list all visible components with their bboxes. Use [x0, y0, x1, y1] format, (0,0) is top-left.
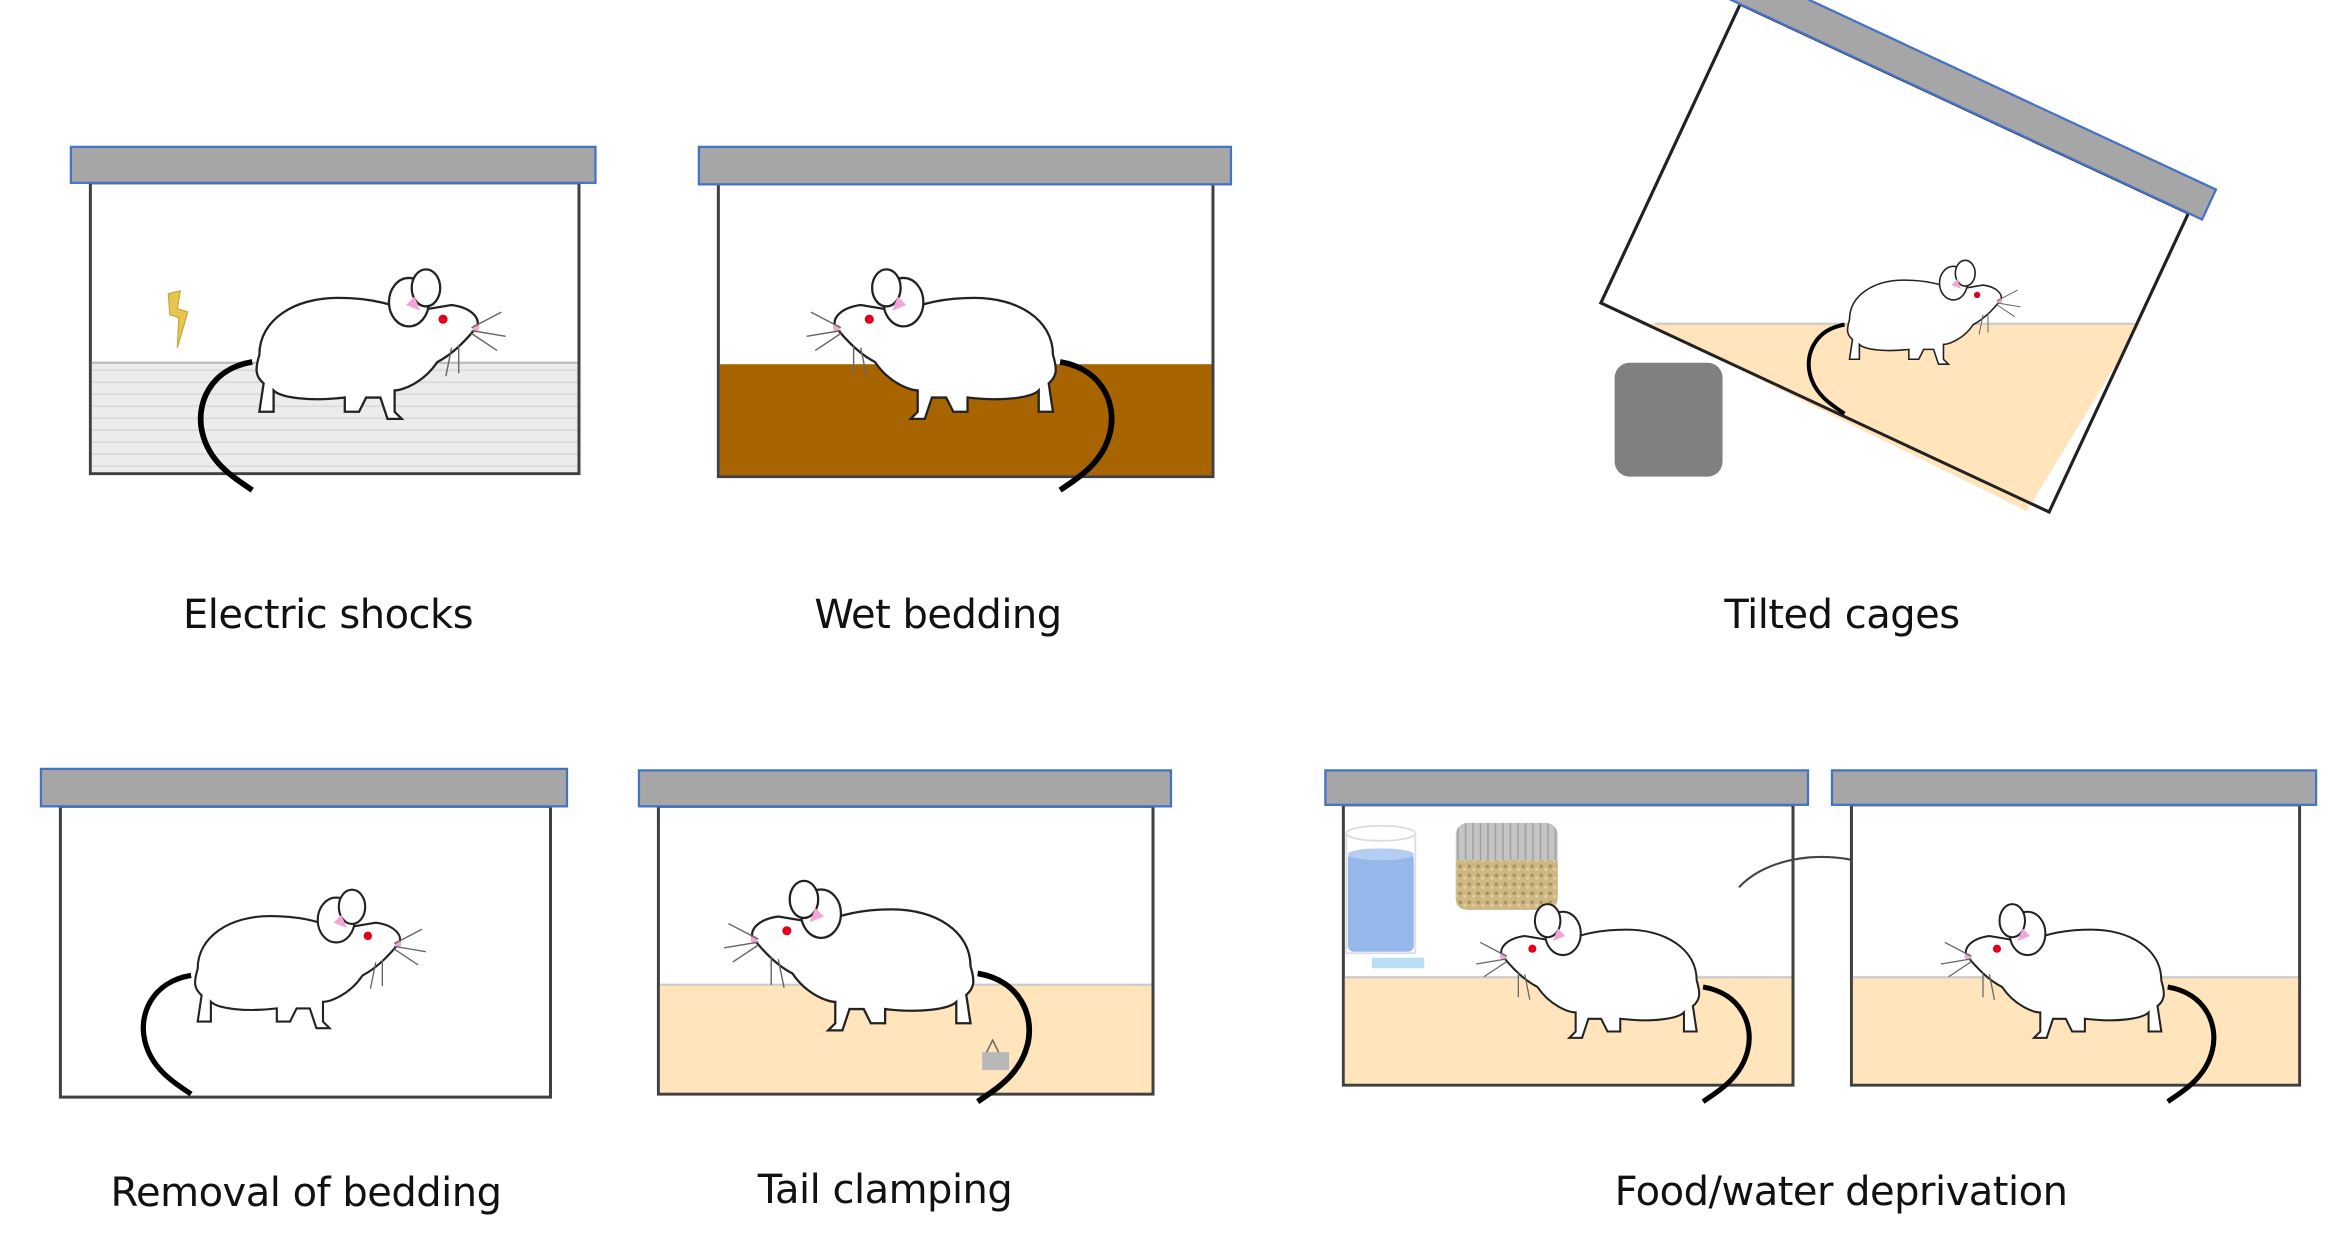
- panel-electric-shocks: [69, 145, 597, 490]
- panel-food-water-after: [1830, 769, 2318, 1101]
- label-removal-of-bedding: Removal of bedding: [110, 1170, 502, 1216]
- label-electric-shocks: Electric shocks: [182, 592, 474, 638]
- panel-tail-clamping: [637, 769, 1173, 1101]
- label-tail-clamping: Tail clamping: [757, 1167, 1013, 1213]
- cage-lid: [39, 767, 569, 808]
- label-wet-bedding: Wet bedding: [814, 592, 1062, 638]
- cage-lid: [637, 769, 1173, 808]
- panel-food-water-before: [1324, 769, 1810, 1101]
- support-block: [1614, 362, 1723, 477]
- panel-tilted-cages: [1598, 0, 2218, 514]
- cage-lid: [1830, 769, 2318, 806]
- label-food-water-deprivation: Food/water deprivation: [1614, 1169, 2068, 1215]
- sawdust-bedding: [1622, 311, 2141, 512]
- panel-wet-bedding: [697, 145, 1233, 490]
- cage-lid: [1324, 769, 1810, 806]
- water-bottle-icon: [1345, 824, 1425, 969]
- panel-removal-of-bedding: [39, 767, 569, 1099]
- cage-lid: [69, 145, 597, 184]
- lightning-bolt-icon: [167, 289, 189, 348]
- tail-clamp-icon: [982, 1052, 1010, 1071]
- label-tilted-cages: Tilted cages: [1724, 592, 1960, 638]
- cage-lid: [1725, 0, 2218, 221]
- food-hopper-icon: [1455, 822, 1558, 910]
- cage-lid: [697, 145, 1233, 186]
